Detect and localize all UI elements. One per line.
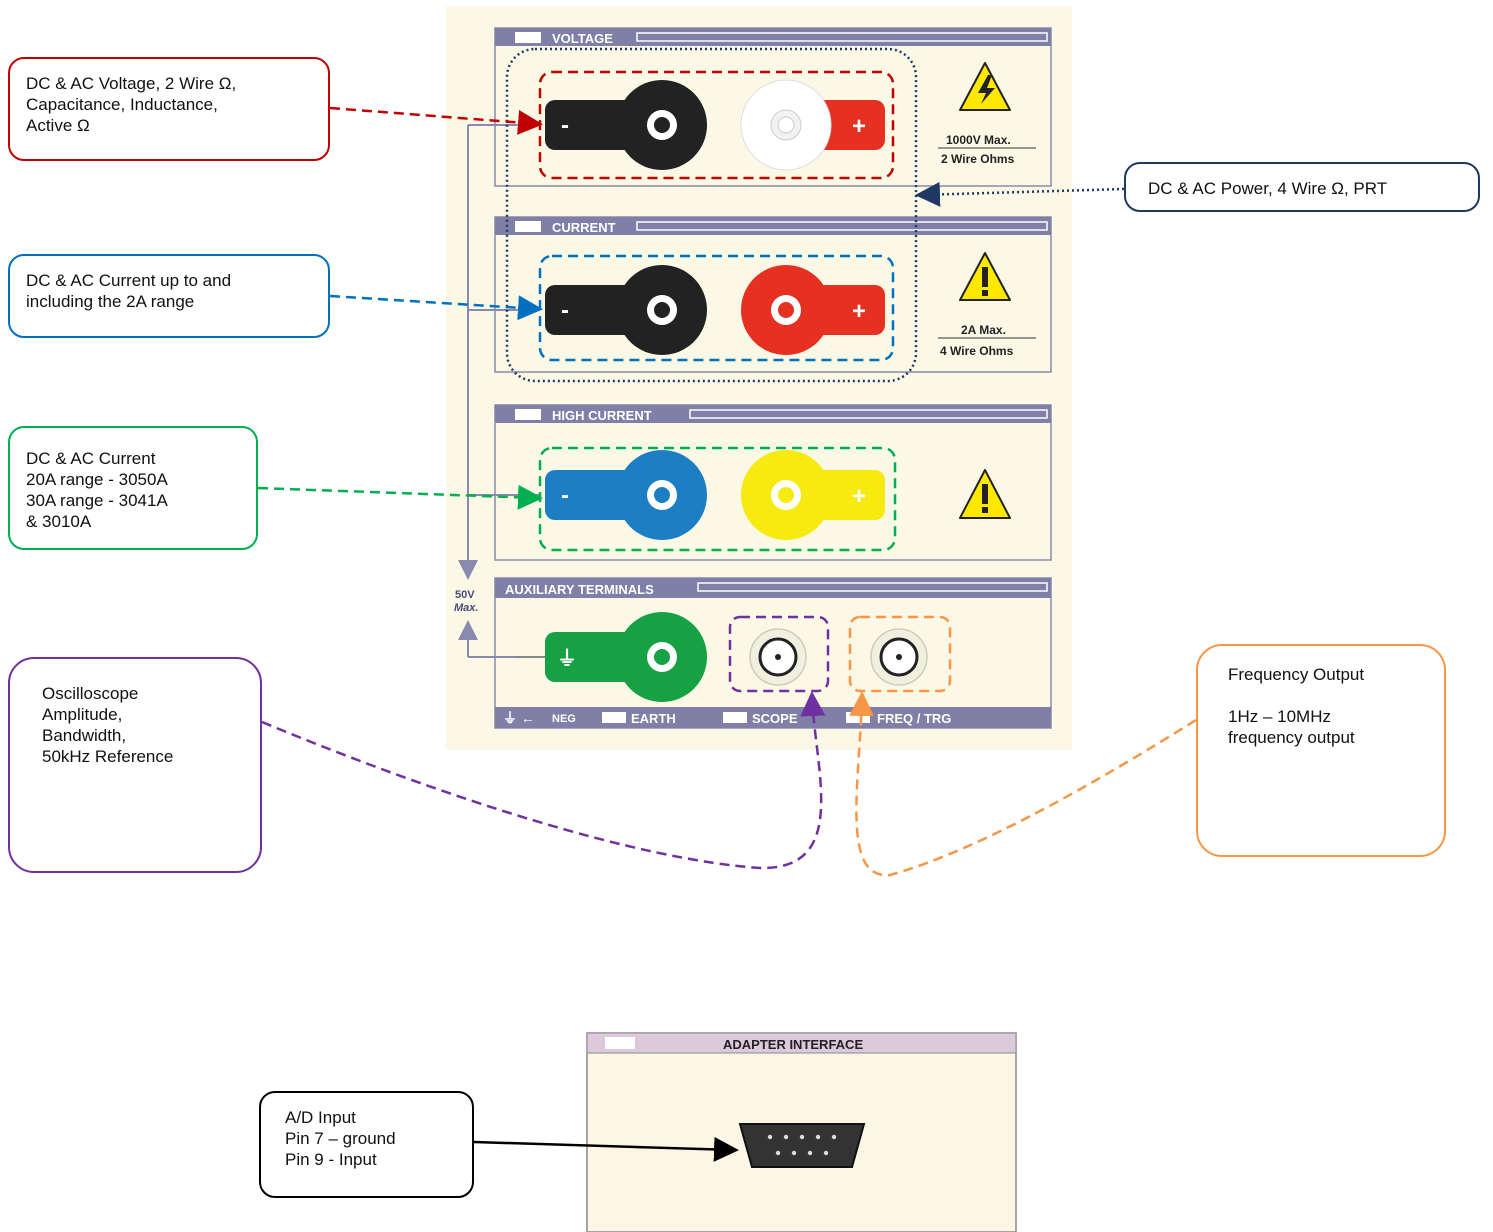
current-subrating: 4 Wire Ohms [940,344,1014,358]
scope-group-outline [728,615,830,693]
auxiliary-title: AUXILIARY TERMINALS [505,582,654,597]
plus-sign: + [852,113,866,140]
freq-bnc-connector[interactable] [870,628,928,686]
freq-group-outline [848,615,952,693]
ground-symbol-icon: ⏚ ← [503,710,535,726]
plus-sign: + [852,483,866,510]
ad-input-callout: A/D Input Pin 7 – ground Pin 9 - Input [259,1091,474,1198]
warning-icon [959,469,1011,519]
earth-symbol-icon: ⏚ [557,647,577,670]
voltage-positive-terminal[interactable]: + [740,79,885,171]
high-current-negative-terminal[interactable]: - [545,450,707,540]
freq-trg-label: FREQ / TRG [877,711,951,726]
power-arrow [915,181,1125,207]
plus-sign: + [852,298,866,325]
adapter-title: ADAPTER INTERFACE [723,1037,863,1052]
current-title: CURRENT [552,220,616,235]
high-current-callout: DC & AC Current 20A range - 3050A 30A ra… [8,426,258,550]
high-current-title: HIGH CURRENT [552,408,652,423]
earth-terminal[interactable]: ⏚ [515,612,707,702]
current-positive-terminal[interactable]: + [741,265,885,355]
limit-label: 50V [455,589,475,601]
current-negative-terminal[interactable]: - [545,265,707,355]
adapter-arrow [473,1136,739,1162]
voltage-negative-terminal[interactable]: - [545,80,707,170]
high-current-positive-terminal[interactable]: + [741,450,885,540]
power-group-outline [505,47,918,383]
current-rating: 2A Max. [961,323,1006,337]
auxiliary-bottom-bar [495,707,1051,728]
db9-connector[interactable] [738,1123,866,1168]
scope-callout: Oscilloscope Amplitude, Bandwidth, 50kHz… [8,657,262,873]
voltage-rating: 1000V Max. [946,133,1011,147]
power-callout: DC & AC Power, 4 Wire Ω, PRT [1124,162,1480,212]
voltage-subrating: 2 Wire Ohms [941,152,1015,166]
earth-label: EARTH [631,711,676,726]
minus-sign: - [561,297,569,324]
scope-bnc-connector[interactable] [749,628,807,686]
current-callout: DC & AC Current up to and including the … [8,254,330,338]
voltage-arrow [329,106,543,135]
minus-sign: - [561,112,569,139]
voltage-callout: DC & AC Voltage, 2 Wire Ω, Capacitance, … [8,57,330,161]
limit-sublabel: Max. [454,602,478,614]
scope-label: SCOPE [752,711,798,726]
neg-label: NEG [552,713,576,725]
electrical-hazard-icon [959,62,1011,111]
high-current-arrow [257,484,543,510]
current-arrow [329,294,543,321]
frequency-callout: Frequency Output 1Hz – 10MHz frequency o… [1196,644,1446,857]
scope-arrow [261,691,826,870]
voltage-title: VOLTAGE [552,31,613,46]
freq-arrow [849,691,1197,877]
minus-sign: - [561,482,569,509]
warning-icon [959,252,1011,301]
